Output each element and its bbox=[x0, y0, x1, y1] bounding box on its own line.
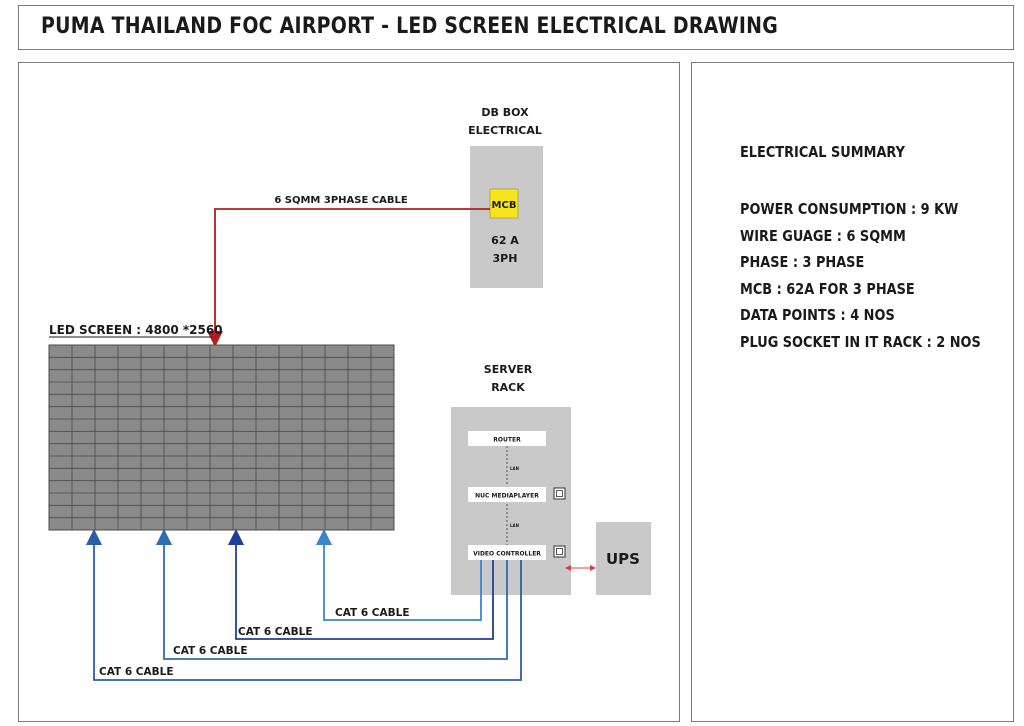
mcb-breaker bbox=[489, 188, 519, 219]
power-cable-label: 6 SQMM 3PHASE CABLE bbox=[274, 195, 408, 206]
title-bar: PUMA THAILAND FOC AIRPORT - LED SCREEN E… bbox=[18, 5, 1014, 50]
ups-label: UPS bbox=[606, 550, 640, 568]
diagram-panel: DB BOX ELECTRICAL MCB 62 A 3PH 6 SQMM 3P… bbox=[18, 62, 680, 722]
summary-list: POWER CONSUMPTION : 9 KW WIRE GUAGE : 6 … bbox=[740, 196, 1020, 356]
db-box-title-line1: DB BOX bbox=[481, 106, 529, 119]
mcb-rating-amps: 62 A bbox=[491, 234, 519, 247]
db-box-title-line2: ELECTRICAL bbox=[468, 124, 542, 137]
mediaplayer-socket-icon bbox=[553, 487, 566, 500]
led-screen-panel bbox=[48, 344, 395, 531]
electrical-diagram: DB BOX ELECTRICAL MCB 62 A 3PH 6 SQMM 3P… bbox=[48, 106, 651, 681]
controller-socket-icon bbox=[553, 545, 566, 558]
router-device bbox=[468, 431, 546, 446]
summary-item-mcb: MCB : 62A FOR 3 PHASE bbox=[740, 279, 915, 298]
mcb-label: MCB bbox=[492, 200, 517, 211]
ups-box bbox=[596, 522, 651, 595]
router-link-label: LAN bbox=[510, 466, 519, 471]
server-rack-title-line2: RACK bbox=[491, 381, 525, 394]
mcb-rating-phase: 3PH bbox=[493, 252, 518, 265]
mediaplayer-device bbox=[468, 487, 546, 502]
summary-panel: ELECTRICAL SUMMARY POWER CONSUMPTION : 9… bbox=[691, 62, 1014, 722]
video-controller-device bbox=[468, 545, 546, 560]
summary-item-wire-gauge: WIRE GUAGE : 6 SQMM bbox=[740, 226, 906, 245]
summary-item-phase: PHASE : 3 PHASE bbox=[740, 253, 865, 272]
cat6-cable-2 bbox=[227, 528, 494, 640]
cat6-cable-4 bbox=[85, 528, 522, 681]
video-controller-label: VIDEO CONTROLLER bbox=[473, 551, 541, 558]
mediaplayer-socket-inner bbox=[556, 490, 563, 497]
summary-item-power: POWER CONSUMPTION : 9 KW bbox=[740, 200, 959, 218]
cat6-cable-3-label: CAT 6 CABLE bbox=[173, 645, 248, 657]
cat6-cable-4-label: CAT 6 CABLE bbox=[99, 666, 174, 678]
router-label: ROUTER bbox=[493, 437, 521, 444]
led-screen-label: LED SCREEN : 4800 *2560 bbox=[49, 323, 223, 337]
power-cable bbox=[206, 208, 490, 348]
server-rack-title-line1: SERVER bbox=[484, 363, 533, 376]
cat6-cable-2-label: CAT 6 CABLE bbox=[238, 626, 313, 638]
page-title: PUMA THAILAND FOC AIRPORT - LED SCREEN E… bbox=[41, 14, 779, 39]
cat6-cable-3 bbox=[155, 528, 508, 660]
summary-item-plug-sockets: PLUG SOCKET IN IT RACK : 2 NOS bbox=[740, 332, 981, 351]
cat6-cable-1-label: CAT 6 CABLE bbox=[335, 607, 410, 619]
summary-item-data-points: DATA POINTS : 4 NOS bbox=[740, 306, 895, 325]
summary-title: ELECTRICAL SUMMARY bbox=[740, 143, 905, 161]
cat6-cable-1 bbox=[315, 528, 482, 621]
controller-socket-inner bbox=[556, 548, 563, 555]
led-panel-background bbox=[48, 344, 395, 531]
mediaplayer-link-label: LAN bbox=[510, 523, 519, 528]
mediaplayer-label: NUC MEDIAPLAYER bbox=[475, 493, 539, 500]
